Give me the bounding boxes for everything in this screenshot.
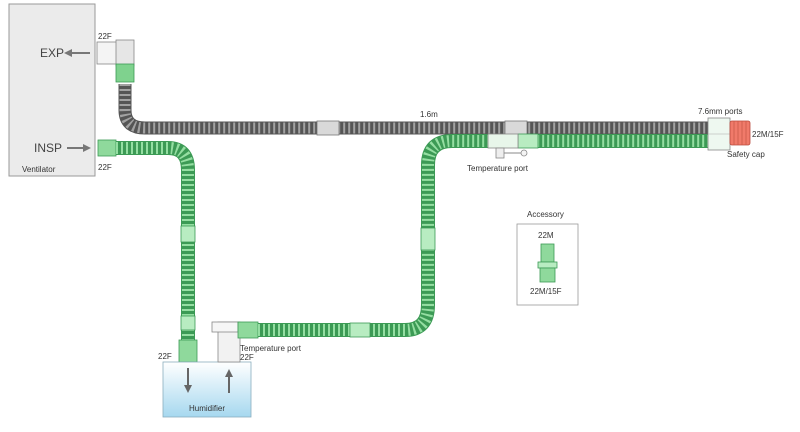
accessory-bottom-size: 22M/15F (530, 287, 562, 296)
exp-connector-size: 22F (98, 32, 112, 41)
exp-arrow-icon (64, 49, 90, 57)
temperature-port-top (487, 133, 519, 149)
patient-wye: 7.6mm ports 22M/15F Safety cap (698, 107, 784, 159)
patient-end-size: 22M/15F (752, 130, 784, 139)
grey-cuff (316, 120, 340, 136)
temperature-port-bottom (211, 321, 239, 333)
temperature-port-bottom-label: Temperature port (240, 344, 302, 353)
temperature-port-top-label: Temperature port (467, 164, 529, 173)
expiratory-limb: 22F (96, 32, 712, 136)
green-cuff (420, 227, 436, 251)
exp-elbow (115, 39, 135, 67)
ports-label: 7.6mm ports (698, 107, 742, 116)
accessory-adapter-ring (537, 261, 558, 269)
ventilator-label: Ventilator (22, 165, 56, 174)
humidifier-left-size: 22F (158, 352, 172, 361)
ventilator: Ventilator EXP INSP (8, 3, 96, 177)
expiratory-tube-ribs (119, 84, 712, 134)
humidifier-label: Humidifier (189, 404, 225, 413)
insp-label: INSP (34, 141, 62, 155)
insp-tube-lower-ribs (116, 142, 194, 340)
accessory-adapter-top (540, 243, 555, 263)
exp-green-cuff (115, 63, 135, 83)
safety-cap-label: Safety cap (727, 150, 765, 159)
temperature-port-probe (495, 147, 505, 159)
green-cuff (180, 315, 196, 331)
accessory: Accessory 22M 22M/15F (516, 210, 579, 306)
accessory-adapter-bottom (539, 267, 556, 283)
humidifier-box (162, 361, 252, 418)
temperature-port-plug (520, 149, 528, 157)
humidifier-right-size: 22F (240, 353, 254, 362)
outlet-connector (237, 321, 259, 339)
inspiratory-limb-upper: Temperature port (258, 133, 712, 338)
up-arrow-icon (225, 369, 233, 393)
accessory-title: Accessory (527, 210, 564, 219)
insp-arrow-icon (67, 144, 91, 152)
humidifier: Humidifier (162, 361, 252, 418)
insp-tube-lower (116, 141, 195, 340)
green-cuff (180, 225, 196, 243)
safety-cap (729, 120, 751, 146)
exp-label: EXP (40, 46, 64, 60)
green-cuff (349, 322, 371, 338)
accessory-top-size: 22M (538, 231, 554, 240)
expiratory-tube (118, 84, 712, 135)
humidifier-outlet: Temperature port 22F (211, 321, 302, 363)
inspiratory-limb-lower: 22F 22F (97, 139, 198, 363)
down-arrow-icon (184, 368, 192, 393)
insp-connector (97, 139, 117, 157)
grey-cuff (504, 120, 528, 136)
length-label: 1.6m (420, 110, 438, 119)
insp-connector-size: 22F (98, 163, 112, 172)
green-cuff (517, 133, 539, 149)
humidifier-left-connector (178, 339, 198, 363)
